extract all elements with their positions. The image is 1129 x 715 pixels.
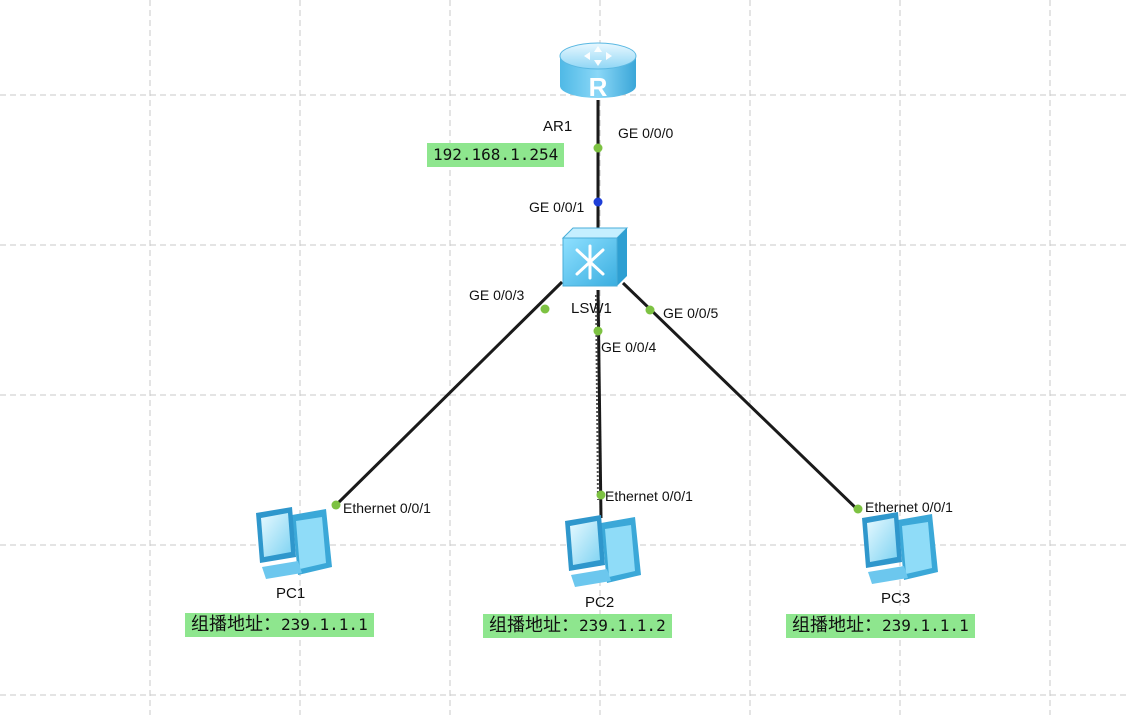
port-dot-lsw1-ge004: [593, 326, 603, 336]
port-dot-lsw1-ge001: [593, 197, 603, 207]
port-label-lsw1-ge003: GE 0/0/3: [469, 287, 525, 303]
pc1-icon[interactable]: [256, 507, 332, 579]
port-label-lsw1-ge004: GE 0/0/4: [601, 339, 657, 355]
port-dot-lsw1-ge003: [540, 304, 550, 314]
pc3-multicast-prefix: 组播地址：: [792, 615, 882, 636]
router-icon[interactable]: R: [559, 42, 637, 102]
port-label-pc3-eth: Ethernet 0/0/1: [865, 499, 953, 515]
pc2-name-label: PC2: [585, 594, 615, 611]
pc2-icon[interactable]: [565, 515, 641, 587]
port-dot-pc3-eth: [853, 504, 863, 514]
pc1-multicast-prefix: 组播地址：: [191, 614, 281, 635]
pc2-multicast-prefix: 组播地址：: [489, 615, 579, 636]
link-switch-pc1[interactable]: [331, 280, 564, 510]
port-label-lsw1-ge001: GE 0/0/1: [529, 199, 585, 215]
pc2-multicast-note[interactable]: 组播地址：239.1.1.2: [483, 614, 672, 638]
pc3-name-label: PC3: [881, 590, 911, 607]
port-dot-pc1-eth: [331, 500, 341, 510]
port-dot-lsw1-ge005: [645, 305, 655, 315]
pc3-icon[interactable]: [862, 512, 938, 584]
port-label-pc2-eth: Ethernet 0/0/1: [605, 488, 693, 504]
port-label-pc1-eth: Ethernet 0/0/1: [343, 500, 431, 516]
link-switch-pc3[interactable]: [621, 281, 862, 514]
pc3-multicast-note[interactable]: 组播地址：239.1.1.1: [786, 614, 975, 638]
router-ip-note[interactable]: 192.168.1.254: [427, 143, 565, 167]
pc3-multicast-value: 239.1.1.1: [882, 616, 969, 635]
port-label-ar1-ge000: GE 0/0/0: [618, 125, 674, 141]
pc1-name-label: PC1: [276, 585, 306, 602]
pc1-multicast-note[interactable]: 组播地址：239.1.1.1: [185, 613, 374, 637]
pc2-multicast-value: 239.1.1.2: [579, 616, 666, 635]
router-ip-text: 192.168.1.254: [433, 145, 559, 164]
switch-name-label: LSW1: [571, 300, 612, 317]
port-label-lsw1-ge005: GE 0/0/5: [663, 305, 719, 321]
router-name-label: AR1: [543, 118, 573, 135]
port-dot-ar1-ge000: [593, 143, 603, 153]
port-dot-pc2-eth: [596, 490, 606, 500]
pc1-multicast-value: 239.1.1.1: [281, 615, 368, 634]
svg-text:R: R: [589, 72, 608, 102]
switch-icon[interactable]: [561, 227, 629, 287]
